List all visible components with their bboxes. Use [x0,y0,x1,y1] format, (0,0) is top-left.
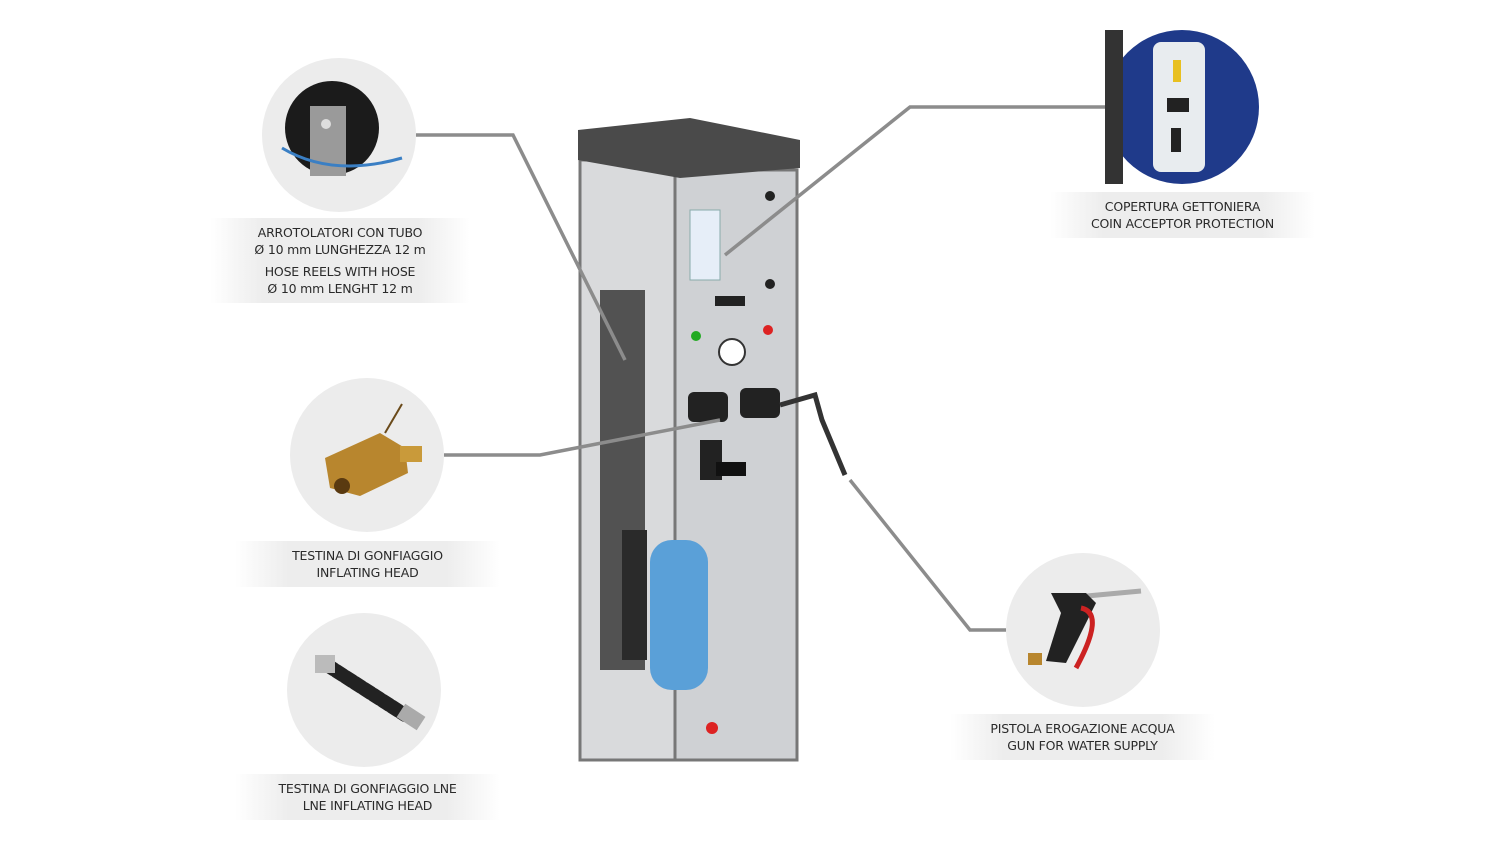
label-line: LNE INFLATING HEAD [302,798,433,813]
brass-inflating-head-icon [325,403,422,496]
label-line: ARROTOLATORI CON TUBO [257,225,423,240]
label-line: COIN ACCEPTOR PROTECTION [1091,216,1274,231]
water-gun-image [1006,553,1160,707]
coin-acceptor-cover-icon [1105,30,1205,184]
inflating-head-image [290,378,444,532]
label-line: INFLATING HEAD [316,565,419,580]
connector-water-gun [848,478,1006,632]
lne-inflating-head-image [287,613,441,767]
connector-coin-acceptor [723,105,1105,257]
spray-gun-icon [1028,588,1142,670]
label-line: TESTINA DI GONFIAGGIO LNE [278,781,457,796]
inflating-head-label: TESTINA DI GONFIAGGIO INFLATING HEAD [235,541,500,587]
coin-acceptor-label: COPERTURA GETTONIERA COIN ACCEPTOR PROTE… [1050,192,1315,238]
hose-reel-icon [281,81,403,176]
lne-inflating-head-icon [315,655,426,731]
connector-hose-reels [416,133,627,361]
label-line: HOSE REELS WITH HOSE [264,264,416,279]
label-line: GUN FOR WATER SUPPLY [1007,738,1158,753]
hose-reel-image [262,58,416,212]
connector-inflating-head [444,418,721,457]
label-line: Ø 10 mm LUNGHEZZA 12 m [254,242,426,257]
service-station-cabinet [578,118,848,762]
water-gun-label: PISTOLA EROGAZIONE ACQUA GUN FOR WATER S… [950,714,1215,760]
label-line: TESTINA DI GONFIAGGIO [292,548,443,563]
label-line: Ø 10 mm LENGHT 12 m [267,281,413,296]
hose-reels-label: ARROTOLATORI CON TUBO Ø 10 mm LUNGHEZZA … [210,218,470,303]
label-line: PISTOLA EROGAZIONE ACQUA [990,721,1175,736]
coin-acceptor-image [1105,30,1259,184]
lne-inflating-head-label: TESTINA DI GONFIAGGIO LNE LNE INFLATING … [235,774,500,820]
label-line: COPERTURA GETTONIERA [1104,199,1261,214]
